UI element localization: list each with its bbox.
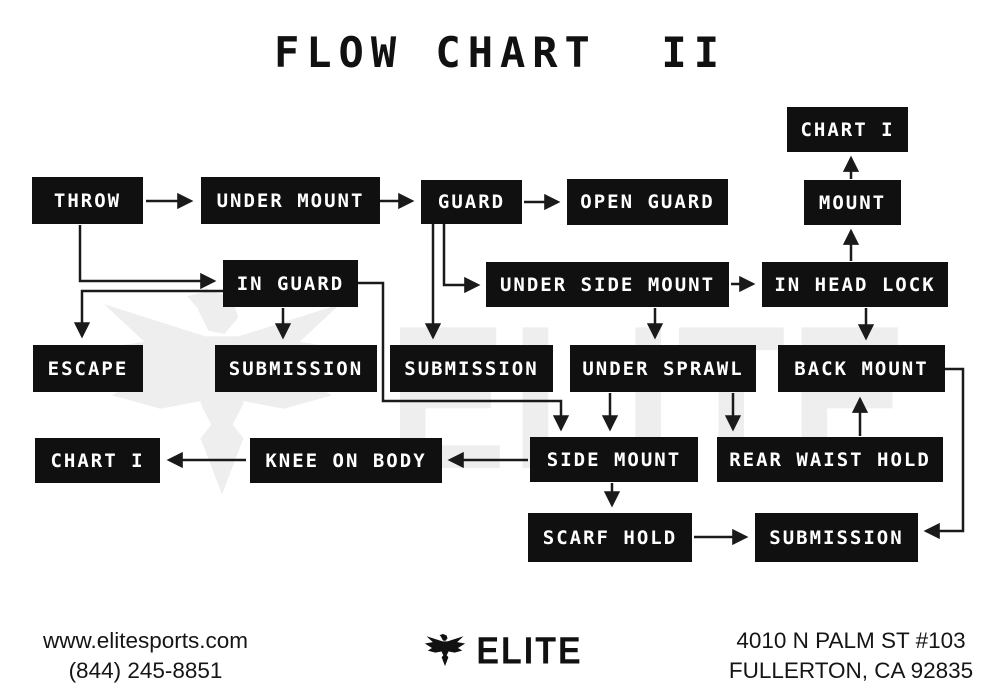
edge-guard-under-side-mount — [442, 224, 481, 294]
brand-name: ELITE — [476, 629, 583, 672]
brand-logo: ELITE — [403, 629, 603, 672]
flow-node-mount: MOUNT — [804, 180, 901, 225]
page-title: FLOW CHART II — [273, 28, 726, 77]
edge-in-guard-side-mount — [358, 281, 570, 432]
flow-node-under-side-mount: UNDER SIDE MOUNT — [486, 262, 729, 307]
footer-contact: www.elitesports.com (844) 245-8851 — [28, 626, 263, 685]
flow-node-submission-bottom: SUBMISSION — [755, 513, 918, 562]
footer-phone: (844) 245-8851 — [68, 657, 223, 683]
flow-node-in-head-lock: IN HEAD LOCK — [762, 262, 948, 307]
footer-website: www.elitesports.com — [42, 628, 249, 653]
footer: www.elitesports.com (844) 245-8851 ELITE… — [0, 618, 1000, 691]
flow-node-back-mount: BACK MOUNT — [778, 345, 945, 392]
edge-in-guard-escape — [73, 289, 223, 339]
flow-node-side-mount: SIDE MOUNT — [530, 437, 698, 482]
flow-node-throw: THROW — [32, 177, 143, 224]
flow-node-in-guard: IN GUARD — [223, 260, 358, 307]
flow-node-chart-i-bottom: CHART I — [35, 438, 160, 483]
footer-city: FULLERTON, CA 92835 — [728, 657, 974, 683]
flow-node-under-sprawl: UNDER SPRAWL — [570, 345, 756, 392]
footer-street: 4010 N PALM ST #103 — [736, 628, 966, 653]
elite-eagle-icon — [423, 630, 467, 672]
edge-throw-in-guard — [78, 225, 217, 290]
flow-node-chart-i-top: CHART I — [787, 107, 908, 152]
flow-node-under-mount: UNDER MOUNT — [201, 177, 380, 224]
flow-node-submission-middle: SUBMISSION — [390, 345, 553, 392]
flow-node-rear-waist-hold: REAR WAIST HOLD — [717, 437, 943, 482]
edge-back-mount-submission-bottom — [923, 367, 965, 540]
flow-node-submission-left: SUBMISSION — [215, 345, 377, 392]
flow-node-knee-on-body: KNEE ON BODY — [250, 438, 442, 483]
flow-node-guard: GUARD — [421, 180, 522, 224]
flow-node-scarf-hold: SCARF HOLD — [528, 513, 692, 562]
footer-address: 4010 N PALM ST #103 FULLERTON, CA 92835 — [722, 626, 980, 685]
flow-node-open-guard: OPEN GUARD — [567, 179, 728, 225]
flow-node-escape: ESCAPE — [33, 345, 143, 392]
